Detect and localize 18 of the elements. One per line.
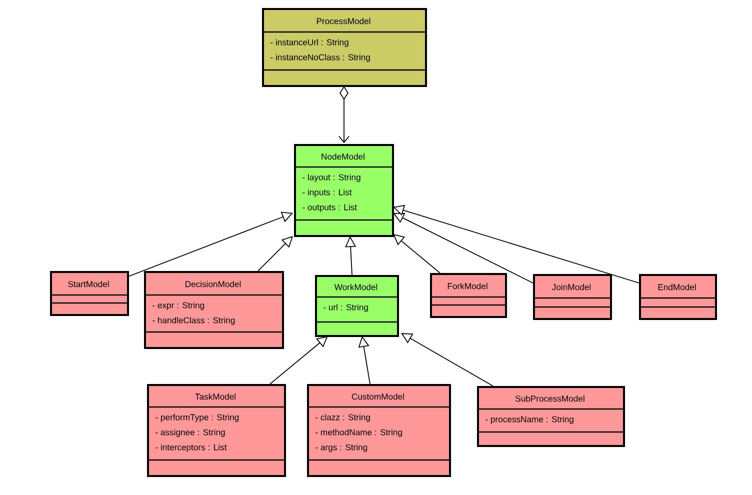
class-box: StartModel	[50, 271, 129, 316]
class-box: TaskModel - performType : String - assignee : String - interceptors : List	[147, 384, 286, 477]
class-box: DecisionModel - expr : String - handleClass : String	[144, 271, 284, 349]
inheritance-arrow	[270, 336, 328, 384]
class-box: EndModel	[639, 274, 717, 320]
aggregation-arrow	[338, 86, 350, 143]
class-box: JoinModel	[533, 274, 612, 320]
inheritance-arrow	[126, 212, 293, 278]
inheritance-arrow	[393, 234, 440, 274]
class-box: NodeModel - layout : String - inputs : List - outputs : List	[294, 144, 394, 237]
inheritance-arrow	[393, 212, 534, 284]
class-box: ForkModel	[430, 273, 507, 318]
class-box: CustomModel - clazz : String - methodName : String - args : String	[307, 384, 451, 477]
class-box: WorkModel - url : String	[315, 275, 399, 337]
class-box: ProcessModel - instanceUrl : String - instanceNoClass : String	[262, 8, 427, 87]
inheritance-arrow	[401, 333, 494, 386]
class-box: SubProcessModel - processName : String	[477, 386, 625, 447]
inheritance-arrow	[258, 236, 293, 272]
